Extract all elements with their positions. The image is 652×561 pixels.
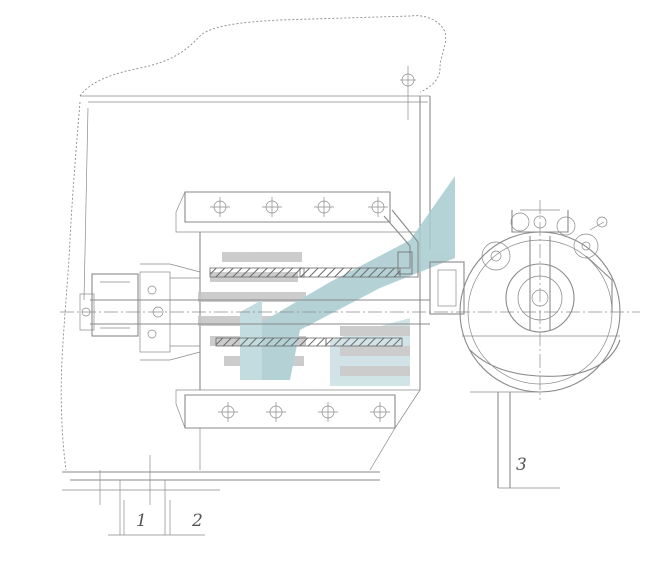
- flange-bolt-top-1: [210, 197, 230, 217]
- callout-label-2: 2: [191, 511, 203, 531]
- callout-3: 3: [516, 455, 527, 475]
- motor-body: [175, 191, 421, 471]
- stylized-logo-watermark: [198, 176, 455, 386]
- flange-bolt-top-3: [314, 197, 334, 217]
- right-end-unit: [429, 200, 621, 489]
- callout-2: 2: [169, 500, 203, 535]
- shaft: [60, 263, 640, 361]
- flange-bolt-top-2: [262, 197, 282, 217]
- winding-bars: [209, 209, 419, 347]
- housing-outline: [60, 15, 447, 536]
- callout-1: 1: [123, 500, 147, 535]
- callout-label-1: 1: [136, 511, 147, 531]
- flange-bolt-bottom-4: [370, 402, 390, 422]
- flange-bolt-bottom-1: [218, 402, 238, 422]
- flange-bolt-bottom-3: [318, 402, 338, 422]
- callout-label-3: 3: [516, 455, 527, 475]
- flange-bolt-bottom-2: [266, 402, 286, 422]
- flange-bolt-top-4: [368, 197, 388, 217]
